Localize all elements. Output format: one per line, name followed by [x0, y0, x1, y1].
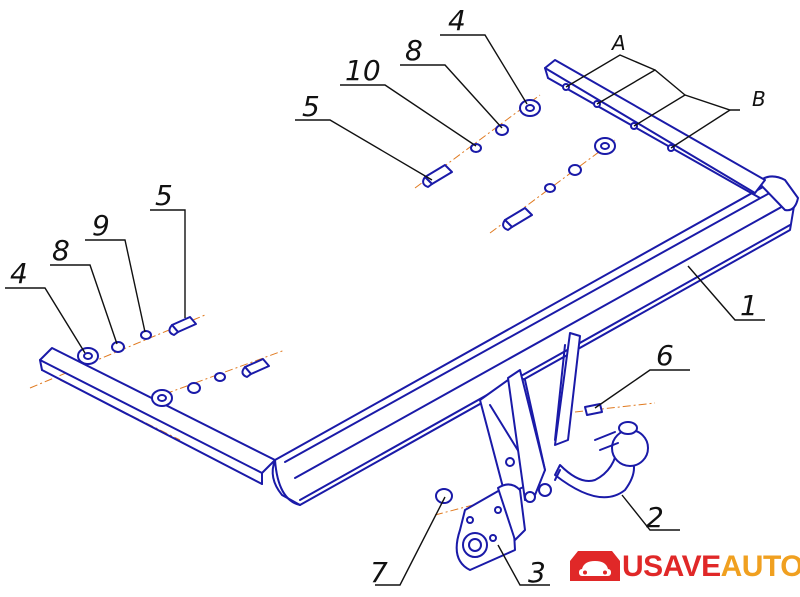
- callout-7: 7: [370, 556, 388, 589]
- callout-2: 2: [646, 501, 664, 534]
- callout-5-top: 5: [302, 90, 320, 123]
- callout-6: 6: [656, 339, 674, 372]
- fasteners-left-bottom: [151, 358, 270, 407]
- cross-beam: [271, 175, 799, 506]
- callout-4-left: 4: [10, 257, 28, 290]
- fasteners-right-bottom: [502, 137, 616, 231]
- socket-plate: [455, 483, 526, 571]
- fasteners-right-top: [422, 99, 541, 188]
- callout-1: 1: [740, 289, 758, 322]
- callout-8-top: 8: [405, 34, 423, 67]
- callout-9: 9: [92, 209, 110, 242]
- brand-text-usave: USAVE: [622, 550, 721, 583]
- callout-8-left: 8: [52, 234, 70, 267]
- brand-logo: USAVE AUTO: [568, 545, 800, 589]
- callout-4-top: 4: [448, 4, 466, 37]
- hitch-bracket: [479, 332, 581, 503]
- callout-5-left: 5: [155, 179, 173, 212]
- right-side-bracket: [544, 59, 766, 199]
- car-icon: [570, 551, 620, 581]
- callout-labels: 1 2 3 4 4 5 5 6 7 8 8 9 10 A B: [10, 4, 766, 589]
- callout-10: 10: [345, 54, 381, 87]
- fasteners-hitch: [435, 403, 603, 504]
- letter-b: B: [752, 87, 766, 111]
- letter-a: A: [610, 31, 626, 55]
- brand-text-auto: AUTO: [720, 550, 800, 583]
- callout-3: 3: [528, 556, 546, 589]
- tow-ball: [554, 421, 649, 499]
- fasteners-left-top: [77, 316, 197, 365]
- left-side-bracket: [39, 347, 276, 485]
- leader-lines: [5, 34, 765, 586]
